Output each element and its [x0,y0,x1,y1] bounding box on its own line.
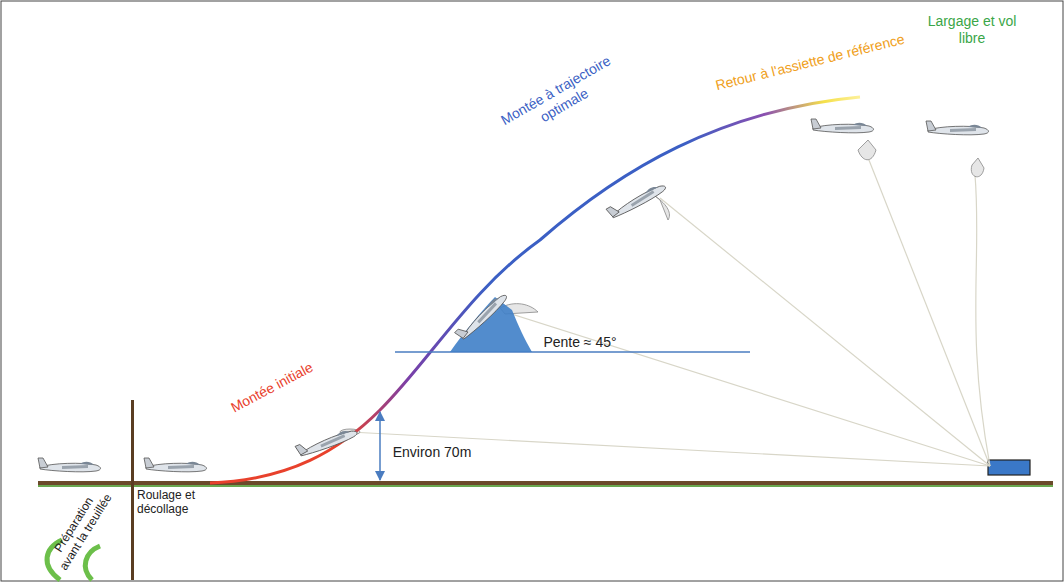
dimension-label: Environ 70m [377,444,487,461]
phase-label: Montée à trajectoire optimale [487,46,634,150]
phase-label: Largage et vol libre [922,13,1022,47]
phase-label: Retour à l'assiette de référence [711,30,909,95]
phase-label: Roulage et décollage [137,488,217,517]
phase-label: Préparation avant la treuillée [44,482,116,574]
angle-label: Pente ≈ 45° [525,334,635,351]
phase-label: Montée initiale [206,347,337,428]
